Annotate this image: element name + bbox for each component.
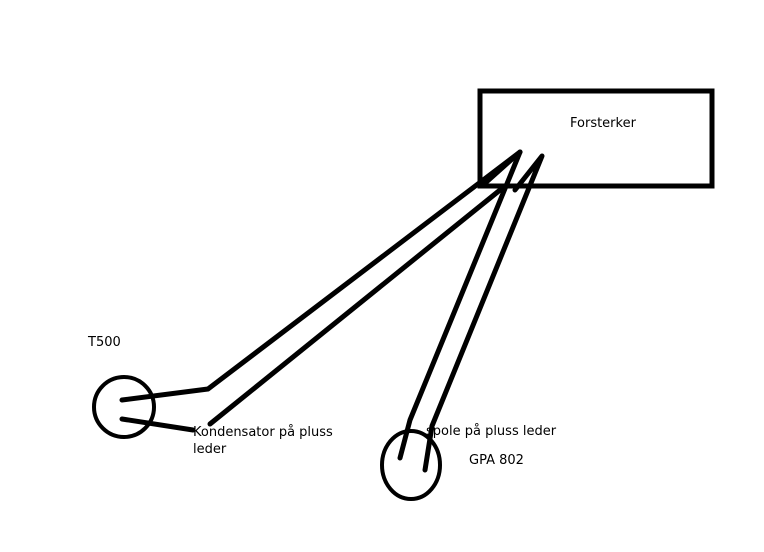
pickup-gpa802-label: GPA 802 — [469, 453, 524, 468]
capacitor-note-line1: Kondensator på pluss — [193, 425, 333, 440]
pickup-t500-circle — [92, 375, 156, 439]
wire-t500-1 — [119, 149, 523, 403]
amplifier-label: Forsterker — [570, 116, 636, 131]
wire-gpa802-1 — [397, 149, 523, 461]
coil-note: spole på pluss leder — [426, 424, 557, 439]
capacitor-note-line2: leder — [193, 442, 227, 457]
pickup-gpa802-circle — [380, 429, 442, 501]
wire-gpa802-2 — [422, 153, 545, 473]
wire-t500-capacitor-lead — [207, 183, 508, 427]
pickup-t500-label: T500 — [88, 335, 121, 350]
wire-t500-2 — [119, 416, 196, 433]
amplifier-box — [477, 88, 715, 189]
